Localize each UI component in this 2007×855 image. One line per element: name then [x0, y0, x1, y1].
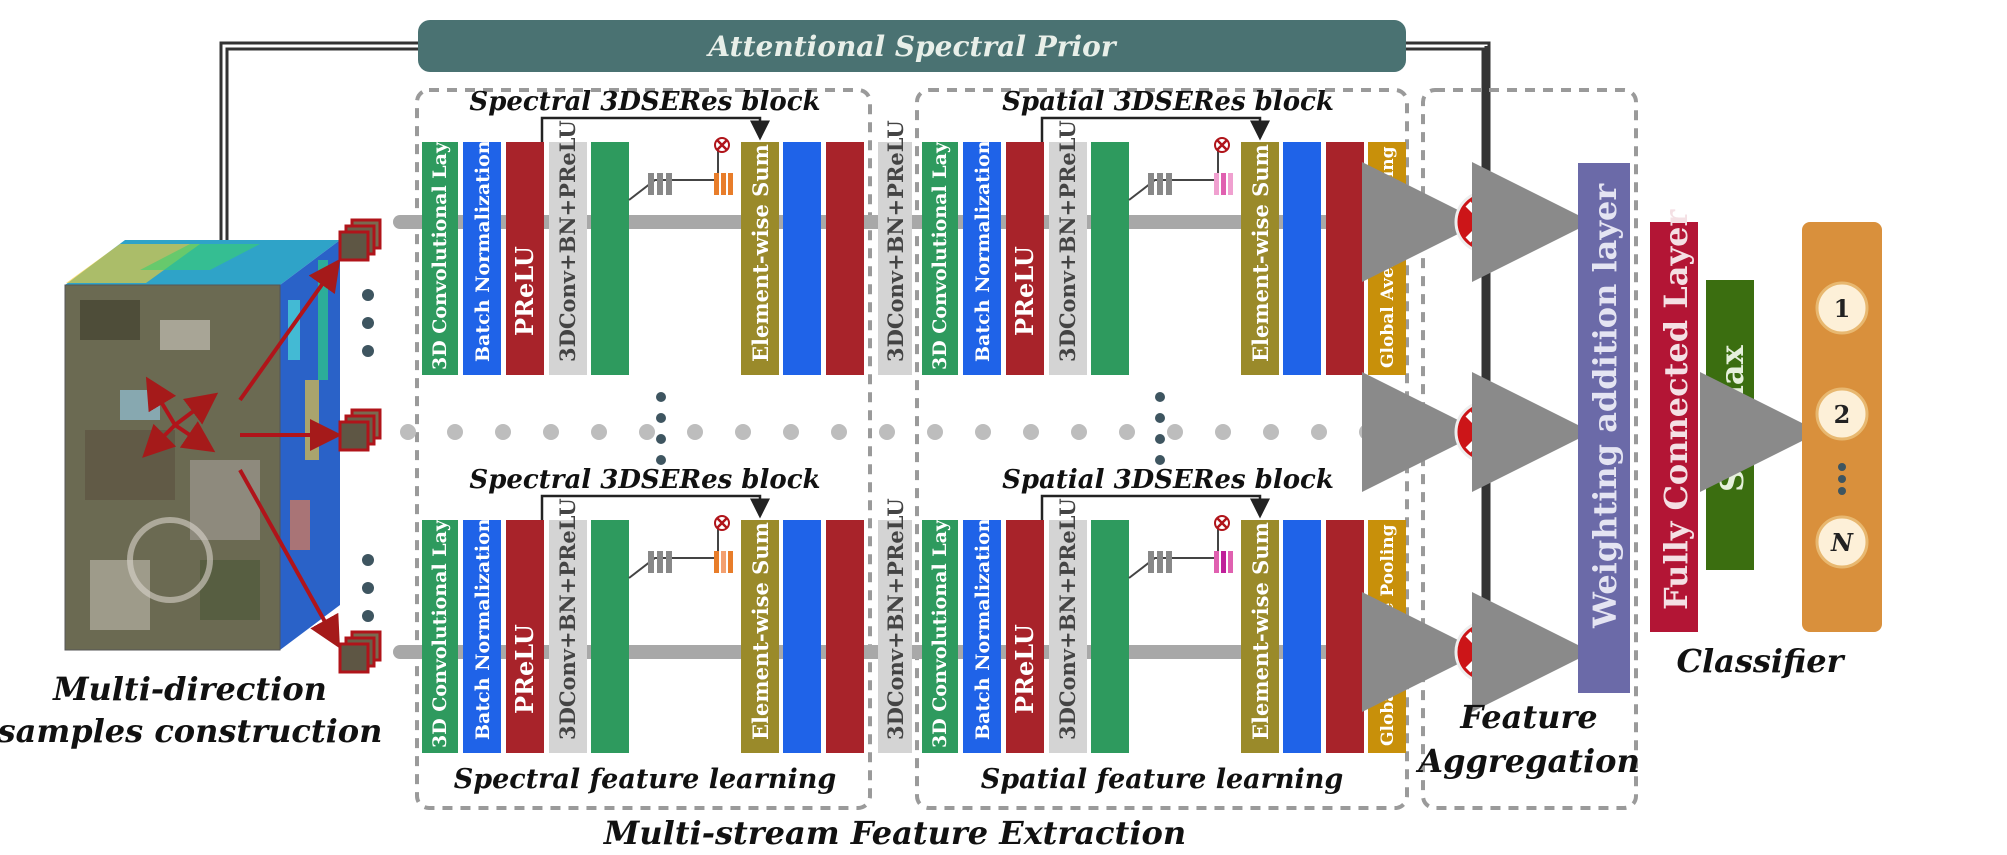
layer-ew-sum: Element-wise Sum — [748, 522, 773, 740]
input-label-line1: Multi-direction — [52, 670, 327, 708]
layer-bn: Batch Normalization — [972, 140, 994, 362]
layer-bn: Batch Normalization — [472, 140, 494, 362]
spectral-block-top: 3D Convolutional Layer Batch Normalizati… — [422, 116, 864, 375]
layer-conv3d: 3D Convolutional Layer — [429, 497, 451, 748]
layer-prelu: PReLU — [510, 246, 539, 336]
classifier-label: Classifier — [1676, 642, 1845, 680]
spatial-block-title-bottom: Spatial 3DSERes block — [1002, 465, 1334, 495]
sample-patch-top — [338, 218, 382, 262]
spectral-learning-label: Spectral feature learning — [454, 764, 837, 795]
layer-conv-bn-prelu: 3DConv+BN+PReLU — [1055, 120, 1080, 362]
softmax-label: Softmax — [1713, 344, 1751, 492]
output-class-2-label: 2 — [1834, 400, 1851, 429]
output-class-1: 1 — [1815, 281, 1869, 335]
multistream-label: Multi-stream Feature Extraction — [603, 814, 1186, 852]
aggregation-label-line1: Feature — [1459, 698, 1597, 736]
output-ellipsis-dots — [1838, 463, 1846, 495]
vertical-dots-input — [362, 289, 374, 622]
layer-conv-bn-prelu: 3DConv+BN+PReLU — [555, 120, 580, 362]
multiply-icon — [1454, 400, 1518, 464]
attentional-prior-label: Attentional Spectral Prior — [705, 30, 1117, 63]
weighting-addition-label: Weighting addition layer — [1586, 183, 1624, 629]
layer-gap: Global Average Pooling — [1378, 524, 1398, 746]
spectral-block-bottom: 3D Convolutional Layer Batch Normalizati… — [422, 494, 864, 753]
output-class-n: N — [1815, 515, 1869, 569]
bridge-conv-top — [878, 142, 912, 375]
spatial-block-top: 3D Convolutional Layer Batch Normalizati… — [922, 116, 1406, 375]
aggregation-label-line2: Aggregation — [1415, 742, 1639, 780]
sample-arrows — [238, 258, 342, 649]
hsi-cube — [64, 240, 340, 651]
fully-connected-label: Fully Connected Layer — [1657, 209, 1695, 611]
layer-ew-sum: Element-wise Sum — [748, 144, 773, 362]
layer-prelu: PReLU — [510, 624, 539, 714]
sample-patch-middle — [338, 408, 382, 452]
layer-bn: Batch Normalization — [472, 518, 494, 740]
bridge-conv-bottom-label: 3DConv+BN+PReLU — [883, 498, 908, 740]
layer-conv-bn-prelu: 3DConv+BN+PReLU — [555, 498, 580, 740]
attentional-prior-bar — [418, 20, 1406, 72]
spatial-block-title-top: Spatial 3DSERes block — [1002, 87, 1334, 117]
aggregation-box — [1421, 88, 1638, 810]
multiply-icon — [1454, 620, 1518, 684]
bridge-conv-top-label: 3DConv+BN+PReLU — [883, 120, 908, 362]
layer-prelu: PReLU — [1010, 624, 1039, 714]
layer-conv-bn-prelu: 3DConv+BN+PReLU — [1055, 498, 1080, 740]
aggregation-nodes — [1362, 46, 1592, 712]
layer-conv3d: 3D Convolutional Layer — [929, 497, 951, 748]
layer-conv3d: 3D Convolutional Layer — [929, 119, 951, 370]
sample-patch-bottom — [338, 630, 382, 674]
fully-connected-layer — [1650, 222, 1698, 632]
layer-ew-sum: Element-wise Sum — [1248, 522, 1273, 740]
spectral-learning-box — [415, 88, 872, 810]
layer-gap: Global Average Pooling — [1378, 146, 1398, 368]
output-class-n-label: N — [1830, 528, 1854, 557]
layer-ew-sum: Element-wise Sum — [1248, 144, 1273, 362]
spatial-learning-label: Spatial feature learning — [981, 764, 1344, 795]
weighting-addition-layer — [1578, 163, 1630, 693]
layer-conv3d: 3D Convolutional Layer — [429, 119, 451, 370]
layer-bn: Batch Normalization — [972, 518, 994, 740]
input-label-line2: samples construction — [0, 712, 382, 750]
output-class-1-label: 1 — [1834, 294, 1851, 323]
spectral-block-title-top: Spectral 3DSERes block — [469, 87, 820, 117]
spatial-block-bottom: 3D Convolutional Layer Batch Normalizati… — [922, 494, 1406, 753]
multiply-icon — [1454, 190, 1518, 254]
bridge-conv-bottom — [878, 520, 912, 753]
layer-prelu: PReLU — [1010, 246, 1039, 336]
output-class-2: 2 — [1815, 387, 1869, 441]
spectral-block-title-bottom: Spectral 3DSERes block — [469, 465, 820, 495]
